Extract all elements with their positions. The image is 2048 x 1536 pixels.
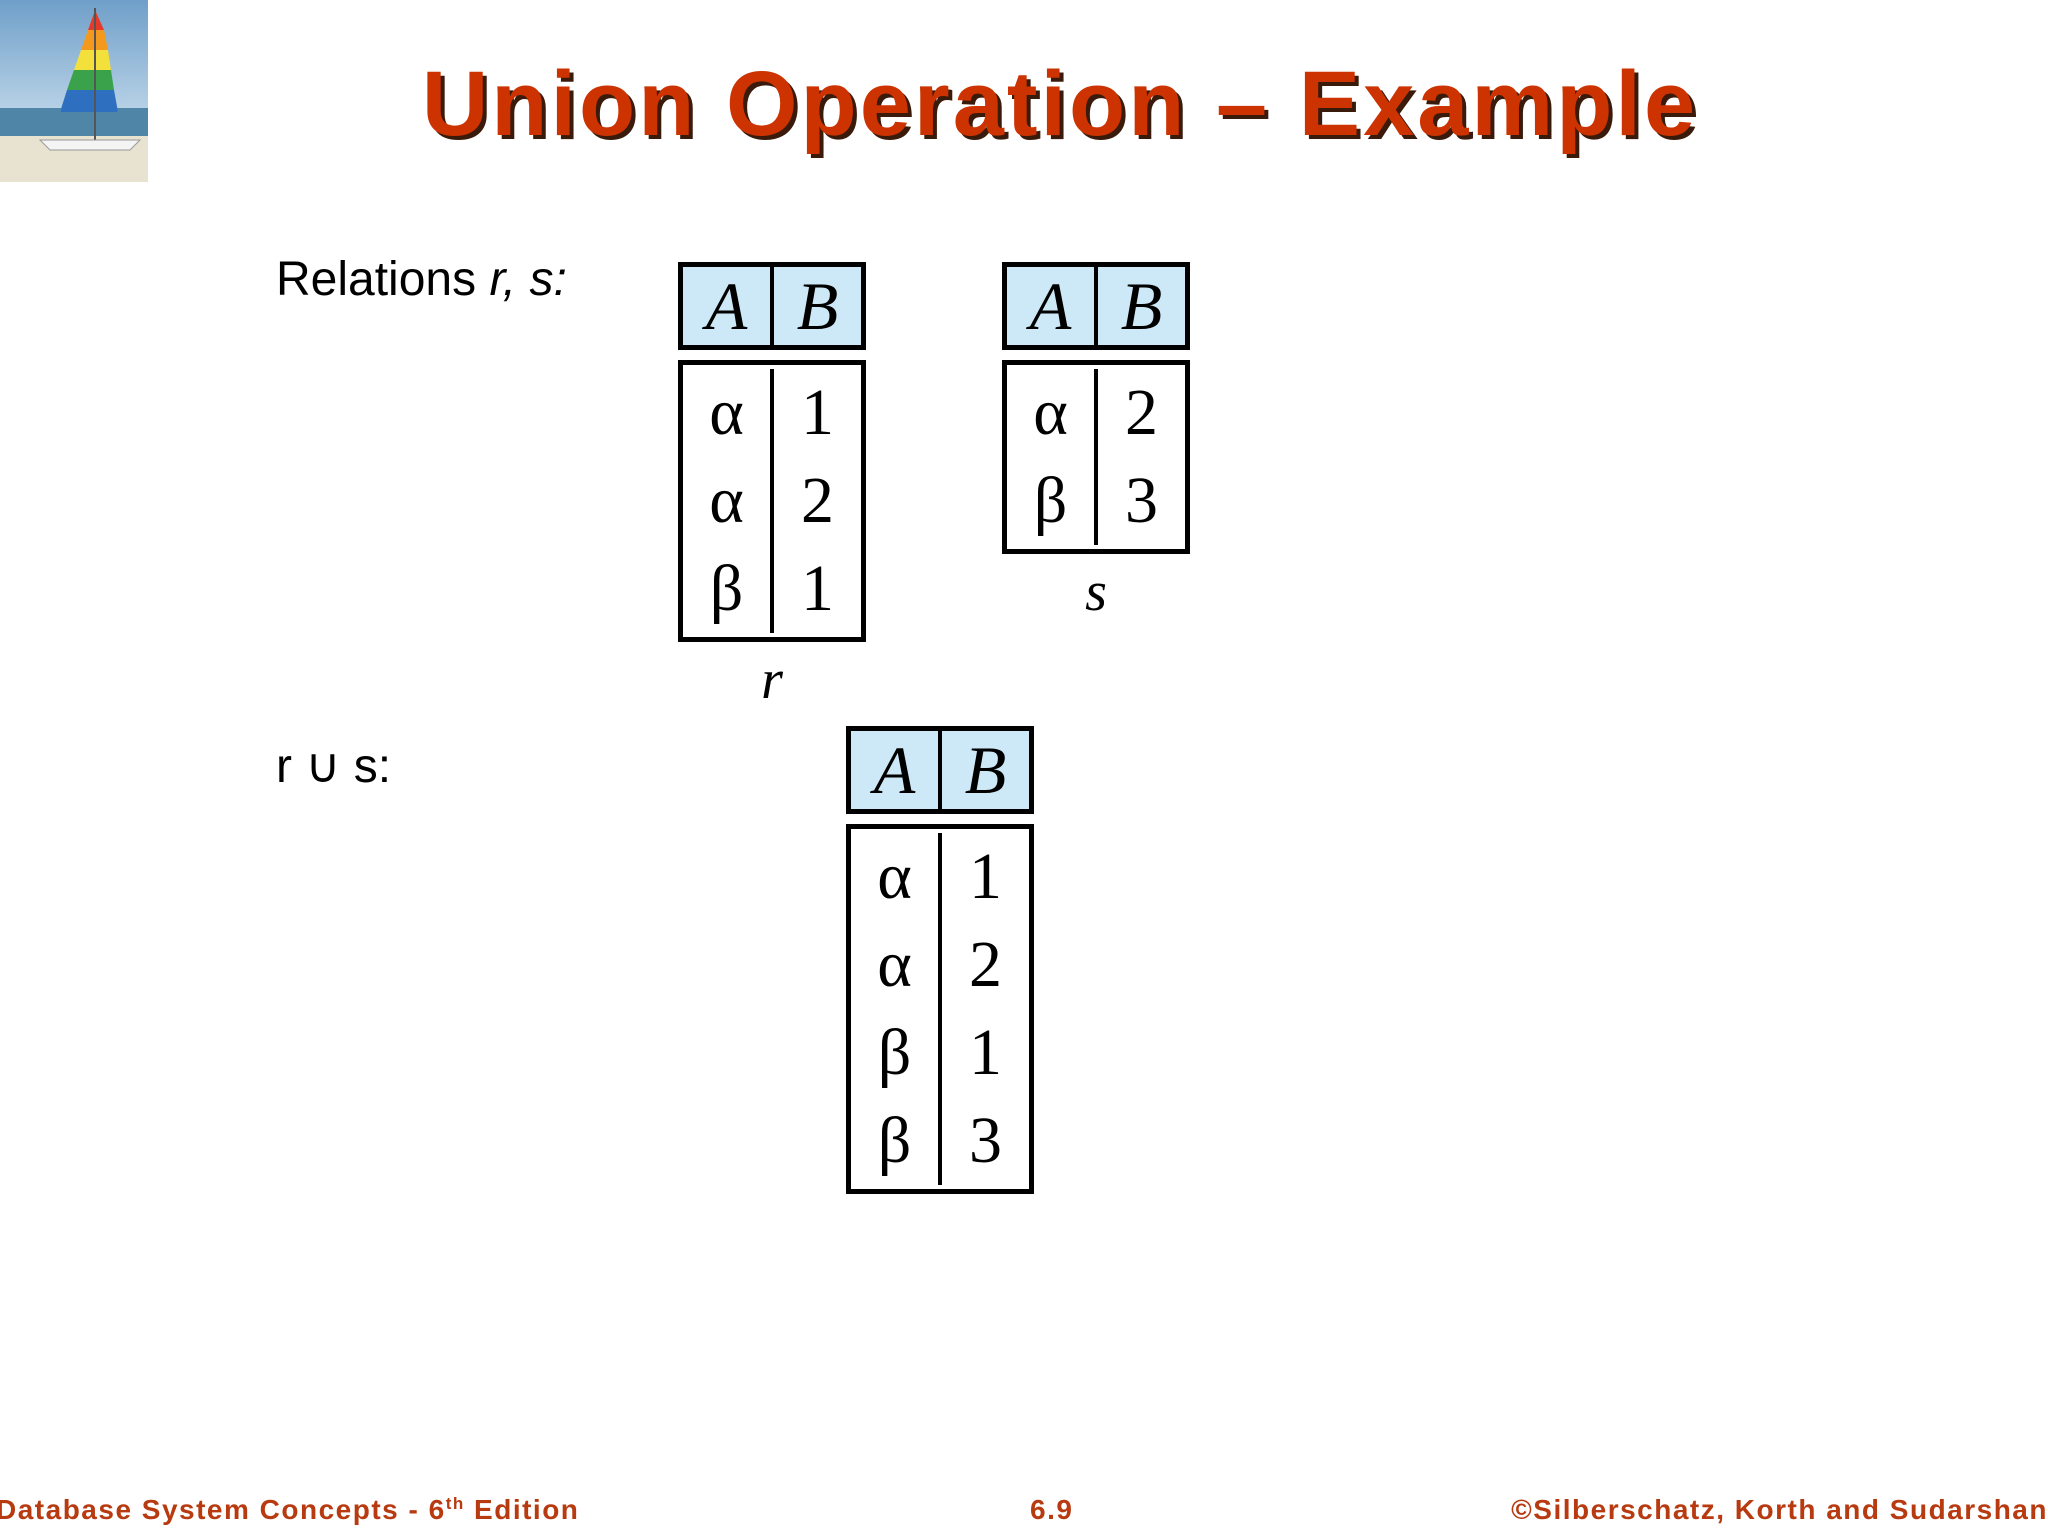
table-cell: α <box>1033 376 1068 449</box>
table-cell: α <box>709 376 744 449</box>
union-label: r ∪ s: <box>276 740 392 793</box>
relation-s-column-header: B <box>1094 267 1185 345</box>
relation-r-column-header: B <box>770 267 861 345</box>
relation-r-header: A B <box>678 262 866 350</box>
table-cell: β <box>1033 464 1068 537</box>
table-cell: β <box>709 552 744 625</box>
table-cell: 3 <box>969 1104 1002 1177</box>
table-cell: 2 <box>1125 376 1158 449</box>
union-result-column-b: 1 2 1 3 <box>938 833 1029 1185</box>
table-cell: 1 <box>969 840 1002 913</box>
relation-r-name: r <box>761 649 783 711</box>
union-result-body: α α β β 1 2 1 3 <box>846 824 1034 1194</box>
relation-s-name: s <box>1085 561 1107 623</box>
footer-page-number: 6.9 <box>1030 1494 1074 1525</box>
footer-copyright: ©Silberschatz, Korth and Sudarshan <box>1511 1494 2048 1525</box>
table-cell: α <box>877 928 912 1001</box>
relation-r-column-a: α α β <box>683 369 770 633</box>
table-cell: β <box>877 1016 912 1089</box>
table-cell: β <box>877 1104 912 1177</box>
relation-s-body: α β 2 3 <box>1002 360 1190 554</box>
sailboat-logo-icon <box>0 0 148 182</box>
union-result-header: A B <box>846 726 1034 814</box>
relations-label-prefix: Relations <box>276 253 490 306</box>
relations-label: Relations r, s: <box>276 252 567 307</box>
footer-book-title: Database System Concepts - 6th Edition <box>0 1494 579 1526</box>
footer-edition-sup: th <box>445 1494 465 1513</box>
union-result-column-header: A <box>873 731 916 808</box>
relation-s-column-a: α β <box>1007 369 1094 545</box>
footer-book-title-suffix: Edition <box>464 1494 580 1525</box>
relation-s-header: A B <box>1002 262 1190 350</box>
relation-r-column-header: A <box>705 267 748 344</box>
relation-r-table: A B α α β 1 2 1 r <box>678 262 866 712</box>
union-result-column-a: α α β β <box>851 833 938 1185</box>
table-cell: 2 <box>801 464 834 537</box>
table-cell: α <box>709 464 744 537</box>
footer-book-title-prefix: Database System Concepts - 6 <box>0 1494 446 1525</box>
table-cell: α <box>877 840 912 913</box>
relation-s-column-header: A <box>1029 267 1072 344</box>
table-cell: 1 <box>801 552 834 625</box>
slide-title: Union Operation – Example <box>421 53 1699 155</box>
table-cell: 1 <box>801 376 834 449</box>
union-result-table: A B α α β β 1 2 1 3 <box>846 726 1034 1194</box>
relation-r-column-b: 1 2 1 <box>770 369 861 633</box>
table-cell: 1 <box>969 1016 1002 1089</box>
relation-r-body: α α β 1 2 1 <box>678 360 866 642</box>
union-result-column-header: B <box>938 731 1029 809</box>
table-cell: 2 <box>969 928 1002 1001</box>
table-cell: 3 <box>1125 464 1158 537</box>
relations-label-names: r, s: <box>489 253 567 306</box>
relation-s-table: A B α β 2 3 s <box>1002 262 1190 624</box>
relation-s-column-b: 2 3 <box>1094 369 1185 545</box>
